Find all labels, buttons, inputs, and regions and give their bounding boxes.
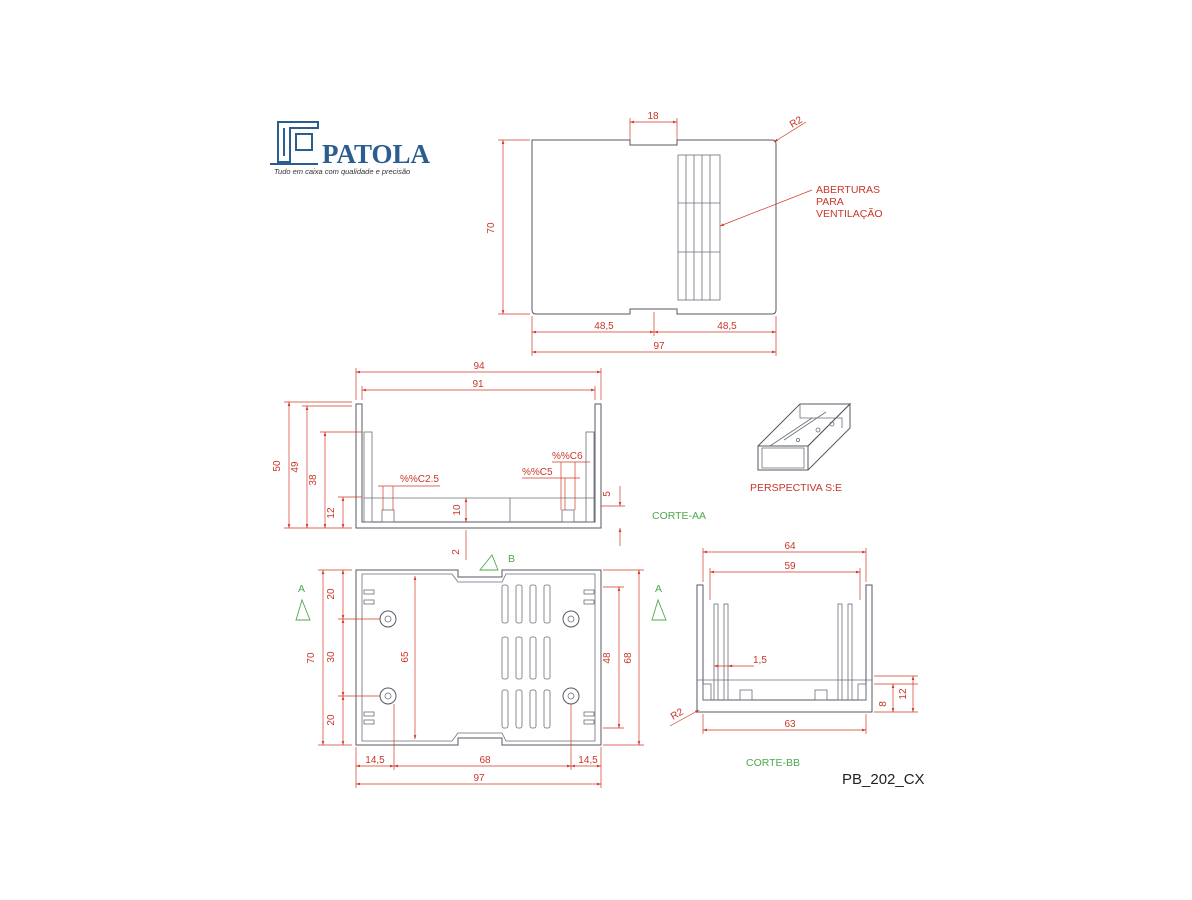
logo-wordmark: PATOLA — [322, 139, 431, 169]
dim-aa-height-12: 12 — [326, 507, 337, 519]
section-mark-a-left: A — [298, 583, 305, 595]
bottom-view-outline — [355, 569, 602, 746]
dim-bb-r2: R2 — [669, 706, 686, 722]
section-mark-a-right: A — [655, 583, 662, 595]
dim-aa-hole-c25: %%C2.5 — [400, 474, 439, 485]
section-aa-outline — [355, 403, 602, 529]
section-arrow-b-icon — [479, 554, 499, 571]
dim-bb-64: 64 — [784, 541, 796, 552]
perspective-view: PERSPECTIVA S:E — [750, 402, 852, 494]
dim-aa-inner-width: 91 — [472, 379, 484, 390]
patola-logo-mark-icon — [270, 121, 319, 165]
dim-aa-gap-2: 2 — [451, 549, 462, 555]
dim-bb-59: 59 — [784, 561, 796, 572]
dim-aa-height-5: 5 — [602, 491, 613, 497]
dim-aa-hole-c5: %%C5 — [522, 467, 553, 478]
top-view: 18 R2 70 48,5 48,5 97 ABERTURAS PARA VEN… — [486, 111, 883, 356]
part-code: PB_202_CX — [842, 771, 925, 788]
dim-aa-height-38: 38 — [308, 474, 319, 486]
section-bb: 64 59 1,5 63 R2 8 12 CORTE-BB — [669, 541, 918, 769]
section-aa-label: CORTE-AA — [652, 510, 706, 522]
section-bb-outline — [696, 584, 873, 713]
ventilation-slots — [677, 154, 721, 301]
dim-bv-30: 30 — [326, 651, 337, 663]
dim-bb-63: 63 — [784, 719, 796, 730]
dim-aa-height-50: 50 — [272, 460, 283, 472]
dim-bb-1-5: 1,5 — [753, 655, 767, 666]
top-view-outline — [531, 139, 777, 315]
dim-bv-48: 48 — [602, 652, 613, 664]
dim-bb-8: 8 — [878, 701, 889, 707]
dim-height-top: 70 — [486, 222, 497, 234]
dim-top-slot: 18 — [647, 111, 659, 122]
section-bb-label: CORTE-BB — [746, 757, 800, 769]
dim-bv-65: 65 — [400, 651, 411, 663]
dim-width-top: 97 — [653, 341, 665, 352]
section-aa: 94 91 50 49 38 12 10 5 %%C2.5 — [272, 361, 706, 571]
dim-bv-97: 97 — [473, 773, 485, 784]
dim-half-right: 48,5 — [717, 321, 737, 332]
dim-bv-20-top: 20 — [326, 588, 337, 600]
dim-bv-68-bottom: 68 — [479, 755, 491, 766]
note-vent-line3: VENTILAÇÃO — [816, 207, 883, 220]
section-mark-b: B — [508, 553, 515, 565]
note-vent-line1: ABERTURAS — [816, 184, 880, 196]
dim-aa-hole-c6: %%C6 — [552, 451, 583, 462]
dim-half-left: 48,5 — [594, 321, 614, 332]
note-vent-line2: PARA — [816, 196, 844, 208]
perspective-label: PERSPECTIVA S:E — [750, 482, 842, 494]
dim-radius-top: R2 — [788, 114, 805, 130]
dim-aa-height-49: 49 — [290, 461, 301, 473]
dim-bb-12: 12 — [898, 688, 909, 700]
dim-aa-outer-width: 94 — [473, 361, 485, 372]
dim-bv-14-5-left: 14,5 — [365, 755, 385, 766]
dim-aa-height-10: 10 — [452, 504, 463, 516]
dim-bv-70: 70 — [306, 652, 317, 664]
dim-bv-14-5-right: 14,5 — [578, 755, 598, 766]
bottom-view: A A 70 20 30 20 65 48 68 — [295, 569, 667, 788]
logo-tagline: Tudo em caixa com qualidade e precisão — [274, 167, 410, 176]
section-arrow-a-left-icon — [295, 598, 311, 621]
dim-bv-20-bottom: 20 — [326, 714, 337, 726]
section-arrow-a-right-icon — [651, 598, 667, 621]
bottom-vent-slots — [501, 584, 551, 729]
patola-logo: PATOLA Tudo em caixa com qualidade e pre… — [270, 121, 431, 176]
dim-bv-68-right: 68 — [623, 652, 634, 664]
